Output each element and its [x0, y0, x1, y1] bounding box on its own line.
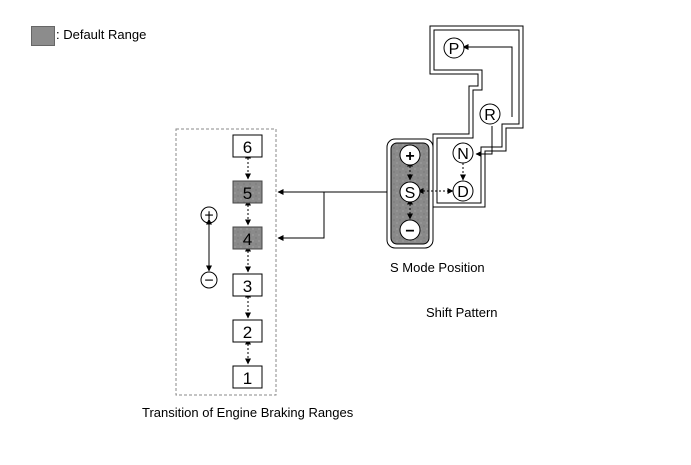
range-label-4: 4 [243, 230, 252, 249]
engine-braking-panel [175, 128, 277, 396]
default-range-connectors [277, 189, 396, 241]
shift-gate-outline [429, 25, 524, 208]
position-r: R [479, 103, 501, 125]
shifter-minus-symbol: − [405, 223, 414, 240]
position-label-r: R [484, 107, 496, 124]
default-range-swatch [31, 26, 55, 46]
engine-braking-caption: Transition of Engine Braking Ranges [142, 405, 354, 420]
position-plus: + [399, 144, 421, 166]
legend-label: : Default Range [56, 27, 147, 42]
position-label-p: P [449, 41, 460, 58]
plus-minus-indicator: + − [200, 206, 218, 290]
shifter-plus-symbol: + [405, 148, 414, 165]
range-box-4: 4 [232, 226, 263, 250]
range-box-5: 5 [232, 180, 263, 204]
range-box-6: 6 [232, 134, 263, 158]
position-label-n: N [457, 146, 469, 163]
position-s: S [399, 181, 421, 203]
range-plus-symbol: + [204, 208, 213, 225]
range-label-1: 1 [243, 369, 252, 388]
range-minus-symbol: − [204, 273, 213, 290]
position-n: N [452, 142, 474, 164]
position-d: D [452, 180, 474, 202]
position-label-s: S [405, 185, 416, 202]
s-mode-position-caption: S Mode Position [390, 260, 485, 275]
range-label-5: 5 [243, 184, 252, 203]
range-box-3: 3 [232, 273, 263, 297]
range-label-6: 6 [243, 138, 252, 157]
position-p: P [443, 37, 465, 59]
position-label-d: D [457, 184, 469, 201]
shift-path-arrows [407, 44, 513, 220]
position-minus: − [399, 219, 421, 241]
range-label-3: 3 [243, 277, 252, 296]
range-box-1: 1 [232, 365, 263, 389]
shift-pattern-caption: Shift Pattern [426, 305, 498, 320]
range-label-2: 2 [243, 323, 252, 342]
range-box-2: 2 [232, 319, 263, 343]
